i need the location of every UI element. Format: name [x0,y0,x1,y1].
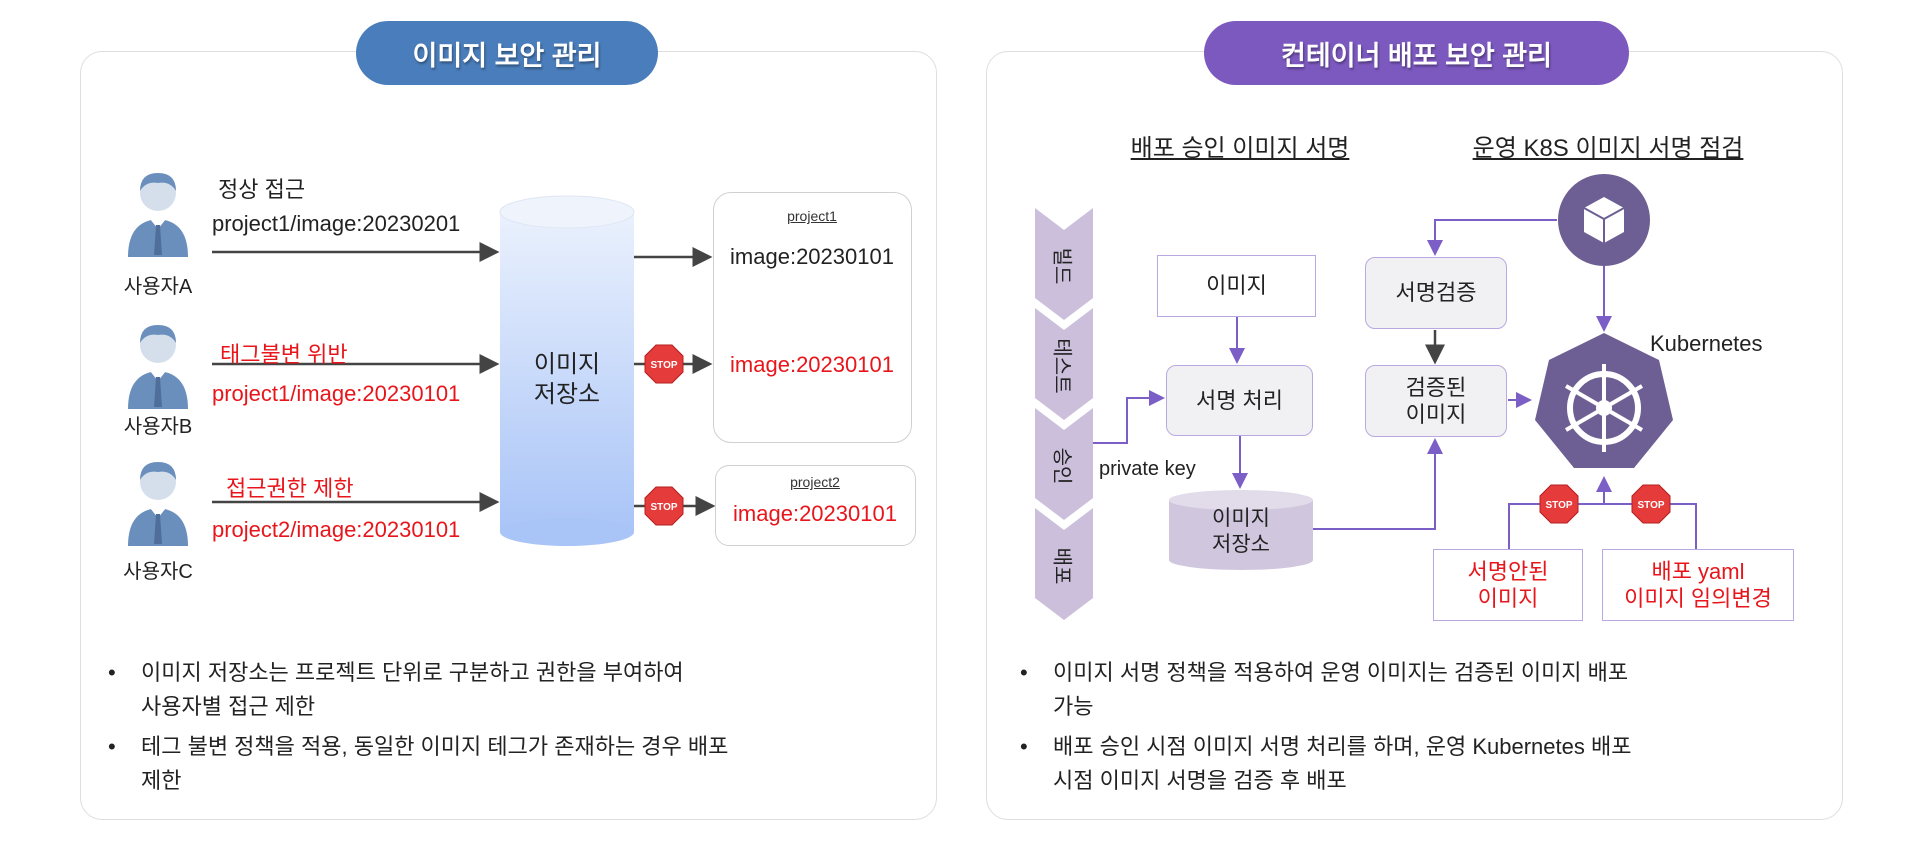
box-line: 이미지 임의변경 [1624,586,1772,611]
kubernetes-label: Kubernetes [1650,331,1763,356]
bullet-line: 제한 [141,768,182,793]
project2-box [715,465,916,546]
bullet-line: 테그 불변 정책을 적용, 동일한 이미지 테그가 존재하는 경우 배포 [141,734,729,759]
user-icon [128,462,188,546]
svg-text:STOP: STOP [1637,500,1664,511]
heading-deploy-signing: 배포 승인 이미지 서명 [1130,135,1350,162]
registry-label-line: 이미지 [1212,506,1270,530]
box-line: 배포 yaml [1651,558,1745,584]
stop-sign-icon: STOP [1631,484,1671,524]
bullet-line: 이미지 서명 정책을 적용하여 운영 이미지는 검증된 이미지 배포 [1053,660,1629,685]
registry-label: 이미지 저장소 [500,340,634,420]
box-line: 이미지 [1405,402,1467,427]
bullet-line: 이미지 저장소는 프로젝트 단위로 구분하고 권한을 부여하여 [141,660,684,685]
cube-node-icon [1558,174,1650,266]
project1-blocked-image: image:20230101 [730,352,894,377]
pipeline-stage-deploy: 배포 [1035,508,1093,620]
bullet-line: 시점 이미지 서명을 검증 후 배포 [1053,768,1347,793]
bullet-line: 사용자별 접근 제한 [141,694,316,719]
access-status: 정상 접근 [218,177,306,202]
svg-text:STOP: STOP [1545,500,1572,511]
image-box: 이미지 [1157,255,1316,317]
project1-image: image:20230101 [730,244,894,269]
registry-label-line: 저장소 [1212,533,1270,556]
pipeline-stage-approve: 승인 [1035,408,1093,520]
private-key-label: private key [1099,458,1196,480]
registry-cylinder [499,195,635,546]
image-request: project1/image:20230101 [212,381,461,406]
sign-process-box: 서명 처리 [1166,365,1313,436]
signed-registry-cylinder [1169,490,1313,570]
svg-text:STOP: STOP [650,502,677,513]
image-security-title: 이미지 보안 관리 [356,21,658,85]
stop-sign-icon: STOP [644,344,684,384]
project2-label: project2 [790,474,840,490]
box-line: 검증된 [1405,374,1467,400]
stop-sign-icon: STOP [1539,484,1579,524]
image-request: project2/image:20230101 [212,517,461,542]
signature-verify-box: 서명검증 [1365,257,1507,329]
user-label: 사용자A [123,276,193,298]
bullet-line: 배포 승인 시점 이미지 서명 처리를 하며, 운영 Kubernetes 배포 [1053,734,1632,759]
registry-label-line: 이미지 [533,351,601,378]
user-icon [128,173,188,257]
access-status: 접근권한 제한 [226,476,354,501]
bullet-line: 가능 [1053,694,1094,719]
kubernetes-icon [1535,333,1673,468]
user-label: 사용자B [123,416,193,438]
container-deploy-title: 컨테이너 배포 보안 관리 [1204,21,1629,85]
stop-sign-icon: STOP [644,486,684,526]
access-status: 태그불변 위반 [220,342,348,367]
project2-blocked-image: image:20230101 [733,501,897,526]
box-line: 이미지 [1477,586,1539,611]
user-icon [128,325,188,409]
svg-text:STOP: STOP [650,360,677,371]
project1-label: project1 [787,208,837,224]
project1-box [713,192,912,443]
pipeline-stage-build: 빌드 [1035,208,1093,320]
image-request: project1/image:20230201 [212,211,461,236]
registry-label-line: 저장소 [533,381,601,408]
box-line: 서명안된 [1467,558,1549,584]
heading-k8s-check: 운영 K8S 이미지 서명 점검 [1472,135,1744,162]
user-label: 사용자C [123,561,193,583]
pipeline-stage-test: 테스트 [1035,308,1093,420]
